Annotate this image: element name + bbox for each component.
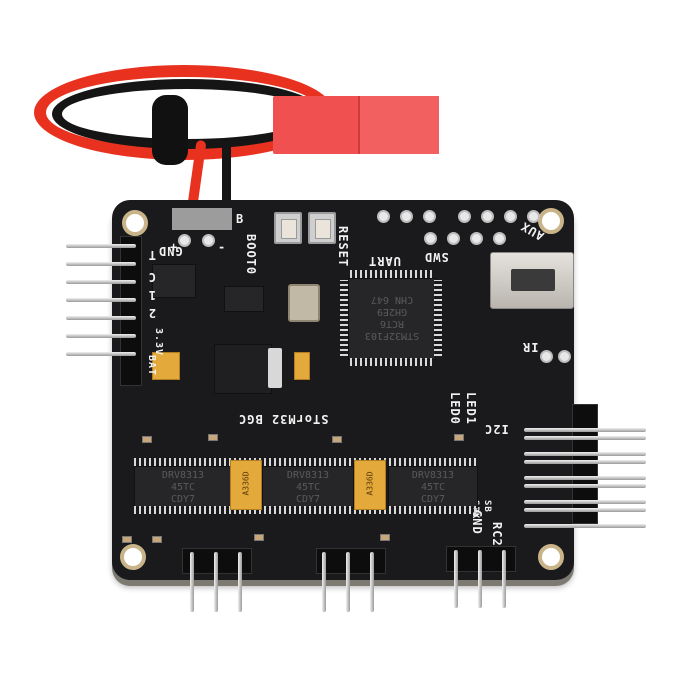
ir-label: IR — [522, 340, 539, 354]
driver-pins-top — [134, 458, 476, 466]
mcu-pins-bottom — [350, 358, 434, 366]
b-label: B — [236, 212, 245, 226]
smd-component — [122, 536, 132, 543]
mini-usb-port[interactable] — [490, 252, 574, 309]
board-name-label: STorM32 BGC — [238, 412, 329, 426]
tantalum-cap-1: A336D — [230, 460, 262, 510]
smd-component — [208, 434, 218, 441]
left-header-pins[interactable] — [66, 244, 136, 370]
tantalum-cap-2: A336D — [354, 460, 386, 510]
power-cable — [30, 55, 450, 236]
mounting-hole-tl — [122, 210, 148, 236]
battery-minus-pad — [202, 234, 215, 247]
imu-chip — [224, 286, 264, 312]
mcu-pins-top — [350, 270, 434, 278]
motor-header-2 — [316, 548, 386, 574]
jst-connector — [273, 96, 439, 154]
top-pad-row-2 — [424, 232, 506, 245]
smd-component — [332, 436, 342, 443]
regulator-tab — [268, 348, 282, 388]
tantalum-cap-left — [152, 352, 180, 380]
reset-button[interactable] — [308, 212, 336, 244]
pcb-board: + - B BOOT0 RESET UART SWD AUX IR STM32F… — [112, 200, 574, 580]
smd-component — [142, 436, 152, 443]
motor-pins-2[interactable] — [322, 552, 374, 612]
i2c-label: I2C — [484, 422, 509, 436]
left-pin-header — [120, 236, 142, 386]
battery-plus-label: + — [170, 240, 179, 254]
battery-plus-pad — [178, 234, 191, 247]
battery-solder-pads — [172, 208, 232, 230]
driver-pins-bottom — [134, 506, 476, 514]
boot0-label: BOOT0 — [244, 234, 258, 276]
right-pin-header — [572, 404, 598, 524]
ir-pad-2 — [558, 350, 571, 363]
rc2-label: RC2 — [490, 522, 504, 547]
voltage-regulator — [214, 344, 272, 394]
mcu-pins-left — [340, 280, 348, 356]
uart-label: UART — [368, 254, 401, 268]
black-lead — [222, 140, 231, 235]
tantalum-cap-reg — [294, 352, 310, 380]
mounting-hole-br — [538, 544, 564, 570]
boot0-button[interactable] — [274, 212, 302, 244]
battery-minus-label: - — [218, 240, 227, 254]
smd-component — [152, 536, 162, 543]
crystal-oscillator — [288, 284, 320, 322]
led0-label: LED0 — [448, 392, 462, 425]
reset-label: RESET — [336, 226, 350, 268]
mounting-hole-bl — [120, 544, 146, 570]
gnd-left-label: GND — [158, 244, 183, 258]
smd-component — [380, 534, 390, 541]
soic-chip — [152, 264, 196, 298]
smd-component — [254, 534, 264, 541]
swd-label: SWD — [424, 250, 449, 264]
wire-knot — [152, 95, 188, 165]
right-header-pins[interactable] — [524, 428, 646, 528]
led1-label: LED1 — [464, 392, 478, 425]
motor-pins-1[interactable] — [190, 552, 242, 612]
smd-component — [454, 434, 464, 441]
motor-pins-3[interactable] — [454, 550, 506, 608]
top-pad-row-1 — [377, 210, 540, 223]
ir-pad-1 — [540, 350, 553, 363]
mcu-pins-right — [434, 280, 442, 356]
mounting-hole-tr — [538, 208, 564, 234]
